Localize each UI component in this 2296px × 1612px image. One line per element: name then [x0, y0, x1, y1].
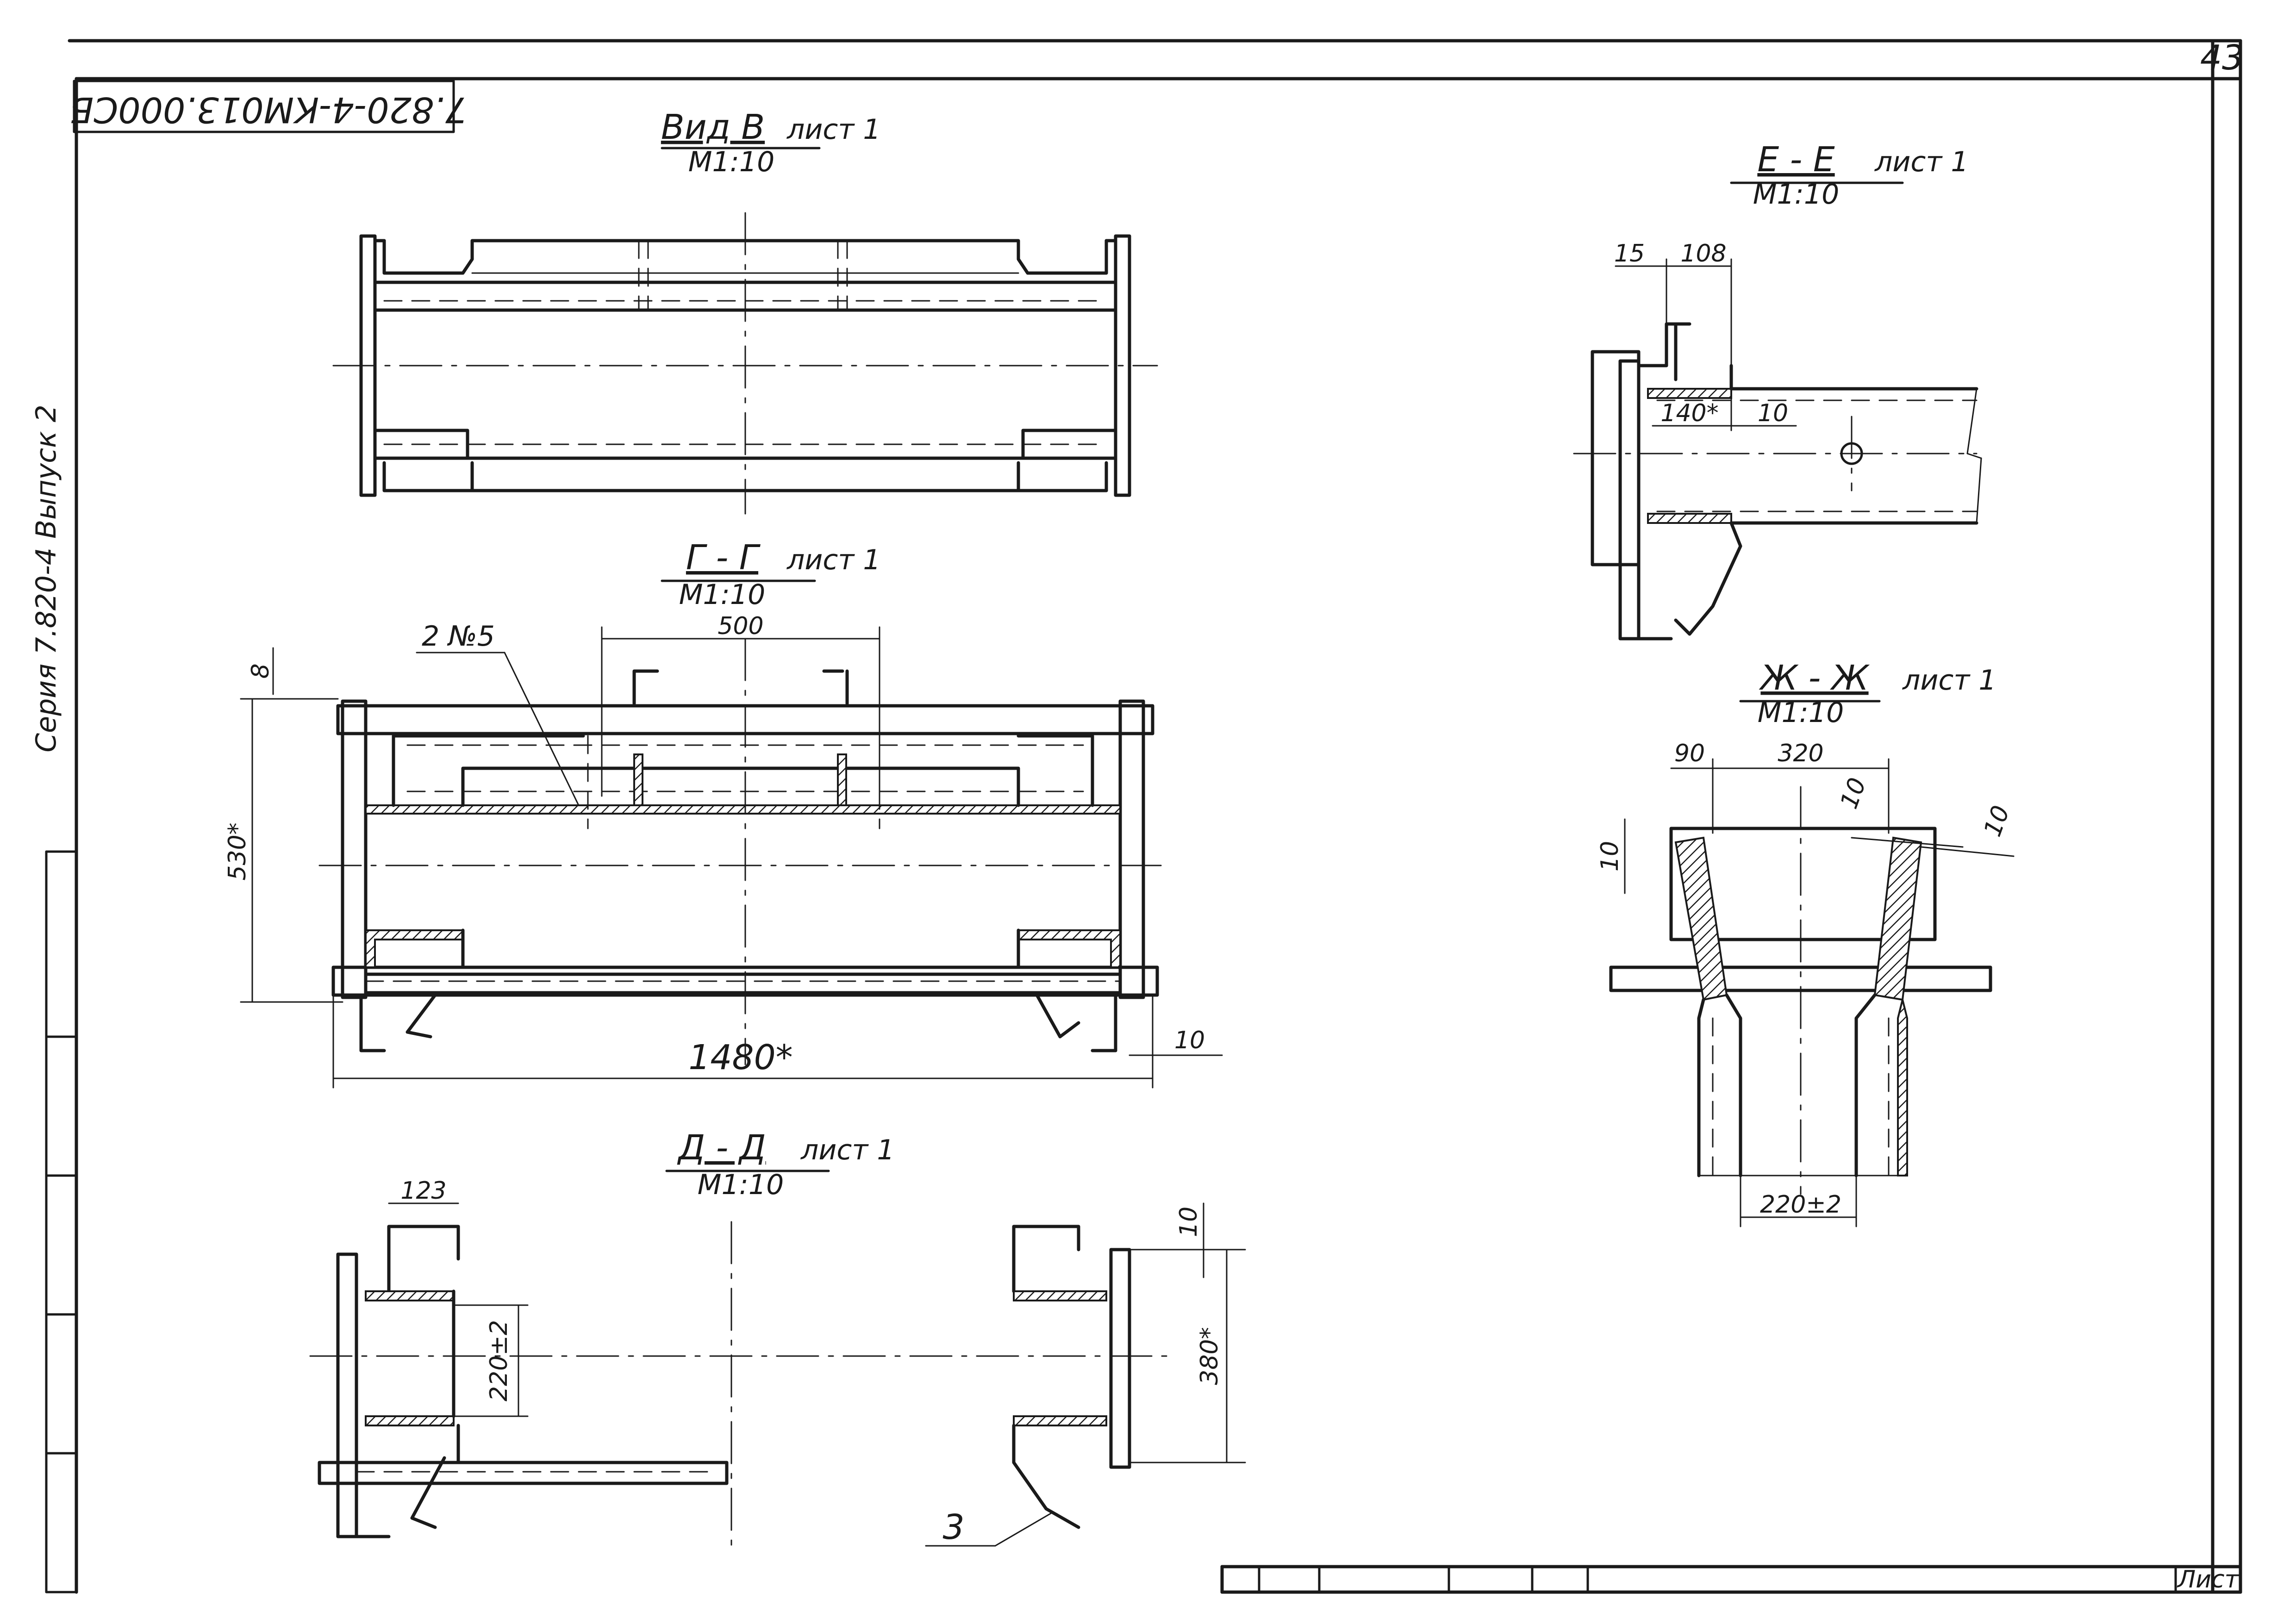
page-number: 43 — [2200, 38, 2244, 78]
dim-15: 15 — [1614, 240, 1645, 268]
dim-10-dd: 10 — [1175, 1207, 1203, 1237]
series-side-text: Серия 7.820-4 Выпуск 2 — [30, 405, 62, 752]
view-e-e-ref: лист 1 — [1874, 146, 1969, 178]
dim-8: 8 — [247, 663, 275, 678]
view-vid-v-scale: М1:10 — [688, 146, 775, 178]
callout-3: 3 — [942, 1507, 964, 1547]
sheet-frame — [68, 39, 2242, 1594]
view-e-e: Е - Е лист 1 М1:10 15 108 140* 10 — [1573, 140, 1982, 641]
view-g-g: Г - Г лист 1 М1:10 — [224, 538, 1223, 1089]
dim-10-zh-left: 10 — [1596, 841, 1624, 871]
dim-530: 530* — [224, 822, 251, 880]
dim-10-zh-mid: 10 — [1835, 774, 1872, 813]
view-d-d-scale: М1:10 — [698, 1169, 784, 1201]
dim-140: 140* — [1660, 399, 1718, 427]
view-g-g-scale: М1:10 — [679, 579, 766, 611]
callout-2-no5: 2 №5 — [422, 620, 495, 653]
view-vid-v-ref: лист 1 — [786, 113, 881, 146]
dim-380: 380* — [1196, 1327, 1223, 1385]
dim-123: 123 — [400, 1177, 446, 1205]
dim-500: 500 — [718, 612, 763, 640]
view-g-g-ref: лист 1 — [786, 544, 881, 576]
dim-1480: 1480* — [688, 1038, 792, 1077]
view-d-d-title: Д - Д — [677, 1128, 766, 1168]
drawing-code-block: 7.820-4-КМ013.000СБ — [69, 80, 468, 133]
dim-10-gg: 10 — [1174, 1027, 1205, 1054]
view-g-g-title: Г - Г — [686, 538, 761, 578]
view-vid-v: Вид В лист 1 М1:10 — [332, 107, 1158, 515]
view-d-d: Д - Д лист 1 М1:10 123 220±2 10 — [309, 1128, 1246, 1551]
view-e-e-title: Е - Е — [1757, 140, 1835, 180]
dim-10-zh-right: 10 — [1979, 802, 2015, 840]
view-zh-zh: Ж - Ж лист 1 М1:10 90 320 10 10 10 220±2 — [1596, 658, 2015, 1227]
dim-10-ee: 10 — [1758, 399, 1788, 427]
dim-320: 320 — [1778, 740, 1823, 767]
view-zh-zh-scale: М1:10 — [1758, 697, 1844, 729]
dim-90: 90 — [1674, 740, 1705, 767]
dim-220-dd: 220±2 — [485, 1320, 513, 1401]
title-block-sheet-label: Лист — [2177, 1566, 2239, 1593]
title-block: Лист — [1220, 1565, 2242, 1594]
dim-108: 108 — [1680, 240, 1726, 268]
drawing-code: 7.820-4-КМ013.000СБ — [69, 89, 468, 131]
view-e-e-scale: М1:10 — [1753, 178, 1840, 211]
view-zh-zh-ref: лист 1 — [1902, 664, 1997, 697]
dim-220-zh: 220±2 — [1760, 1191, 1841, 1219]
view-vid-v-title: Вид В — [661, 107, 765, 147]
left-margin-block — [45, 850, 78, 1593]
view-d-d-ref: лист 1 — [800, 1134, 895, 1166]
view-zh-zh-title: Ж - Ж — [1759, 658, 1870, 698]
